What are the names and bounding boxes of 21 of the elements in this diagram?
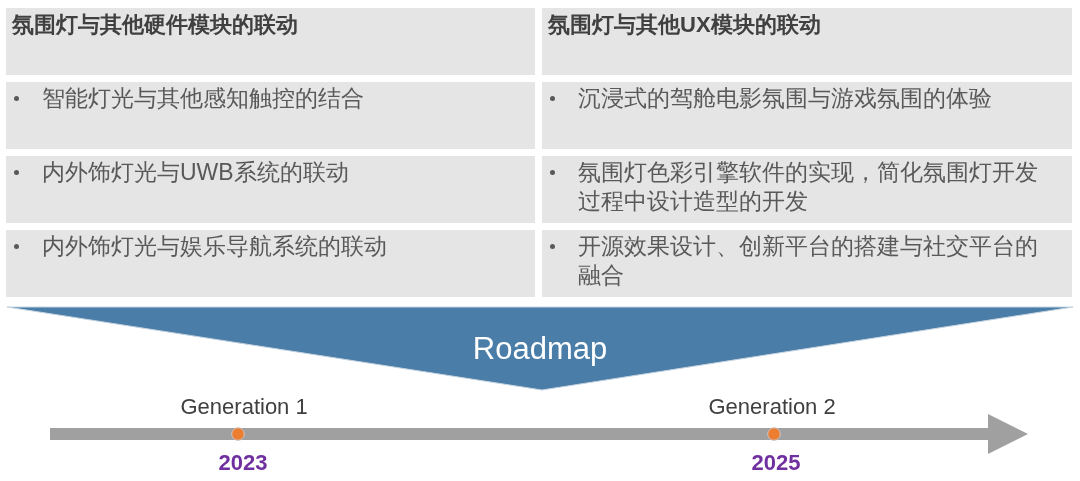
bullet-text: 沉浸式的驾舱电影氛围与游戏氛围的体验	[578, 84, 993, 113]
year-label: 2023	[218, 452, 268, 474]
content-cell	[542, 156, 1072, 223]
generation-label: Generation 1	[180, 396, 308, 418]
bullet-text: 开源效果设计、创新平台的搭建与社交平台的融合	[578, 232, 1039, 290]
content-cell	[6, 156, 535, 223]
bullet-text: 氛围灯色彩引擎软件的实现，简化氛围灯开发过程中设计造型的开发	[578, 158, 1039, 216]
column-heading: 氛围灯与其他硬件模块的联动	[12, 11, 298, 39]
column-heading: 氛围灯与其他UX模块的联动	[548, 11, 821, 39]
banner-title: Roadmap	[471, 333, 609, 364]
content-cell	[542, 230, 1072, 297]
header-cell	[542, 8, 1072, 75]
bullet-text: 内外饰灯光与娱乐导航系统的联动	[42, 232, 388, 261]
content-cell	[6, 82, 535, 149]
year-label: 2025	[751, 452, 801, 474]
header-cell	[6, 8, 535, 75]
content-cell	[542, 82, 1072, 149]
bullet-text: 智能灯光与其他感知触控的结合	[42, 84, 365, 113]
bullet-text: 内外饰灯光与UWB系统的联动	[42, 158, 350, 187]
generation-label: Generation 2	[708, 396, 836, 418]
content-cell	[6, 230, 535, 297]
